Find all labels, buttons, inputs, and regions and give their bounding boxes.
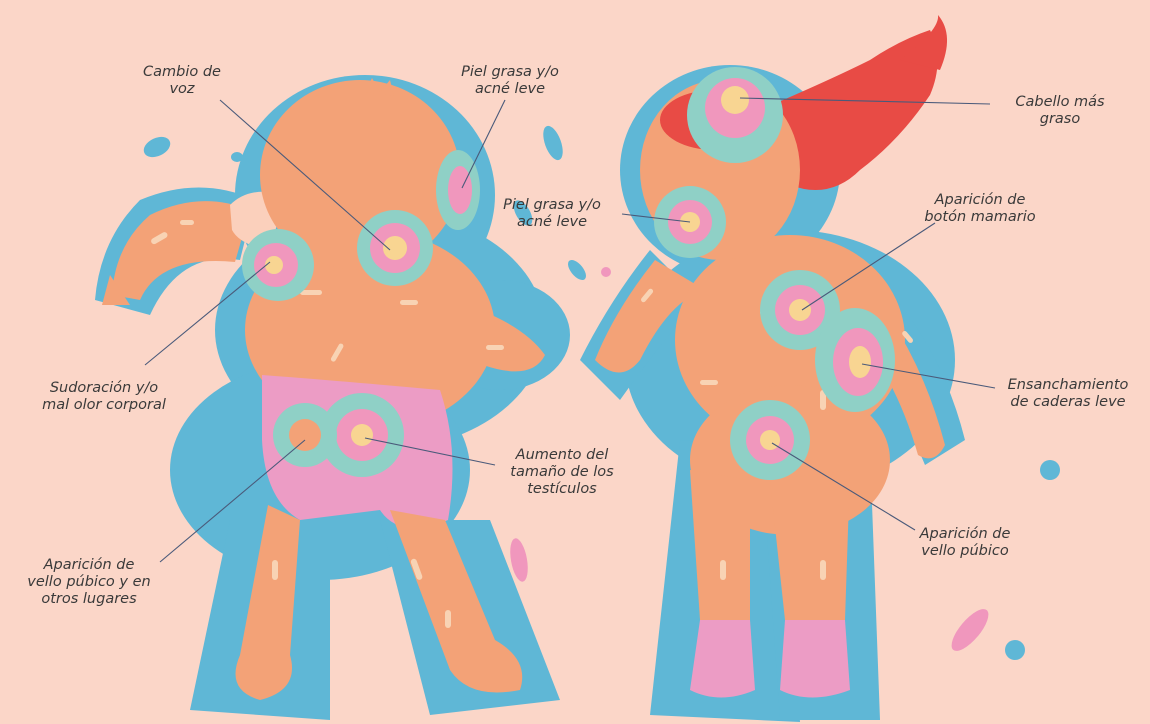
label-hips: Ensanchamiento de caderas leve xyxy=(993,377,1143,411)
marker-oily-skin-boy xyxy=(436,150,480,230)
label-pubic-hair-girl: Aparición de vello púbico xyxy=(895,526,1035,560)
label-oily-skin-boy: Piel grasa y/o acné leve xyxy=(440,64,580,98)
marker-hips xyxy=(815,308,895,412)
label-breast-bud: Aparición de botón mamario xyxy=(905,192,1055,226)
marker-body-hair-boy xyxy=(273,403,337,467)
label-oily-hair: Cabello más graso xyxy=(990,94,1130,128)
label-body-hair-boy: Aparición de vello púbico y en otros lug… xyxy=(14,557,164,608)
label-voice-change: Cambio de voz xyxy=(122,64,242,98)
label-sweat-odor: Sudoración y/o mal olor corporal xyxy=(20,380,188,414)
marker-sweat xyxy=(242,229,314,301)
marker-oily-hair xyxy=(687,67,783,163)
label-oily-skin-girl: Piel grasa y/o acné leve xyxy=(482,197,622,231)
marker-voice xyxy=(357,210,433,286)
label-testicles: Aumento del tamaño de los testículos xyxy=(492,447,632,498)
marker-pubic-hair-girl xyxy=(730,400,810,480)
